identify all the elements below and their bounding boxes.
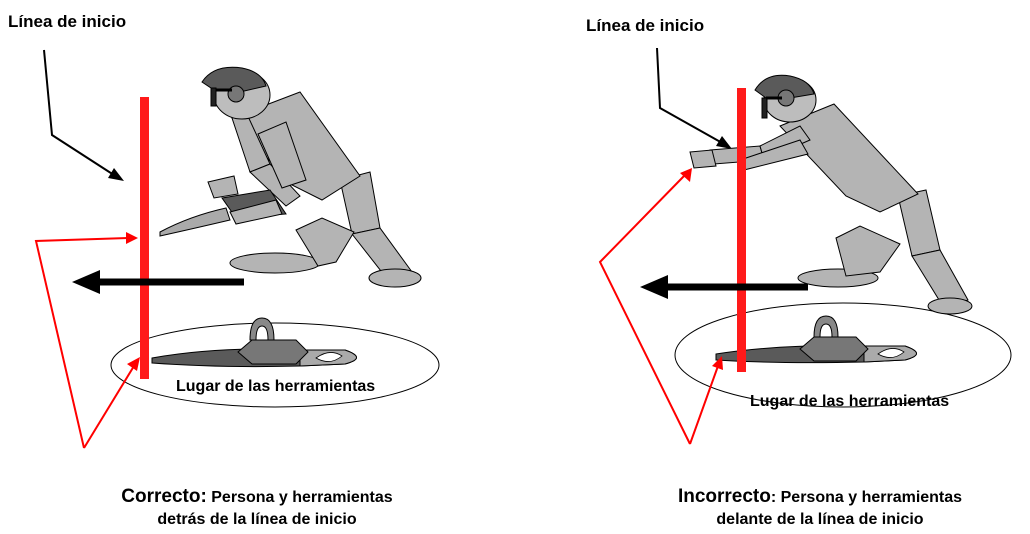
start-line	[140, 97, 149, 379]
left-panel-illustration	[34, 49, 440, 449]
chainsaw-in-hands	[159, 175, 287, 237]
left-caption-line2: detrás de la línea de inicio	[157, 511, 357, 528]
right-tools-area-label: Lugar de las herramientas	[750, 393, 950, 410]
label-pointer-arrowhead	[716, 136, 732, 149]
left-caption-line1: Correcto: Persona y herramientas	[42, 486, 472, 509]
label-pointer-arrow	[656, 47, 725, 145]
label-pointer-arrowhead	[108, 168, 124, 181]
right-caption-line2: delante de la línea de inicio	[716, 511, 924, 528]
right-verdict: Incorrecto	[677, 486, 771, 507]
tools-area-ellipse	[674, 302, 1012, 408]
direction-arrowhead	[72, 270, 100, 294]
right-caption-line1: Incorrecto: Persona y herramientas	[610, 486, 1030, 509]
worker-figure	[201, 66, 422, 288]
right-caption: Incorrecto: Persona y herramientas delan…	[610, 486, 1030, 531]
direction-arrowhead	[640, 275, 668, 299]
red-pointer-lines	[34, 237, 135, 449]
red-pointer-lines	[598, 175, 719, 445]
start-line	[737, 88, 746, 372]
left-caption-rest: Persona y herramientas	[206, 489, 393, 506]
right-start-line-label: Línea de inicio	[586, 16, 705, 35]
label-pointer-arrow	[43, 49, 118, 178]
red-pointer-arrowhead-bottom	[712, 356, 723, 370]
red-pointer-arrowhead-top	[126, 232, 138, 244]
left-tools-area-label: Lugar de las herramientas	[176, 378, 376, 395]
red-pointer-arrowhead-bottom	[127, 357, 140, 371]
red-pointer-arrowhead-top	[680, 168, 692, 182]
worker-figure	[689, 74, 973, 315]
chainsaw-on-ground	[715, 315, 917, 364]
left-verdict: Correcto:	[121, 486, 207, 507]
left-start-line-label: Línea de inicio	[8, 12, 127, 31]
right-caption-rest: : Persona y herramientas	[770, 489, 963, 506]
chainsaw-on-ground	[151, 317, 357, 368]
left-caption: Correcto: Persona y herramientas detrás …	[42, 486, 472, 531]
tools-area-ellipse	[110, 322, 440, 408]
